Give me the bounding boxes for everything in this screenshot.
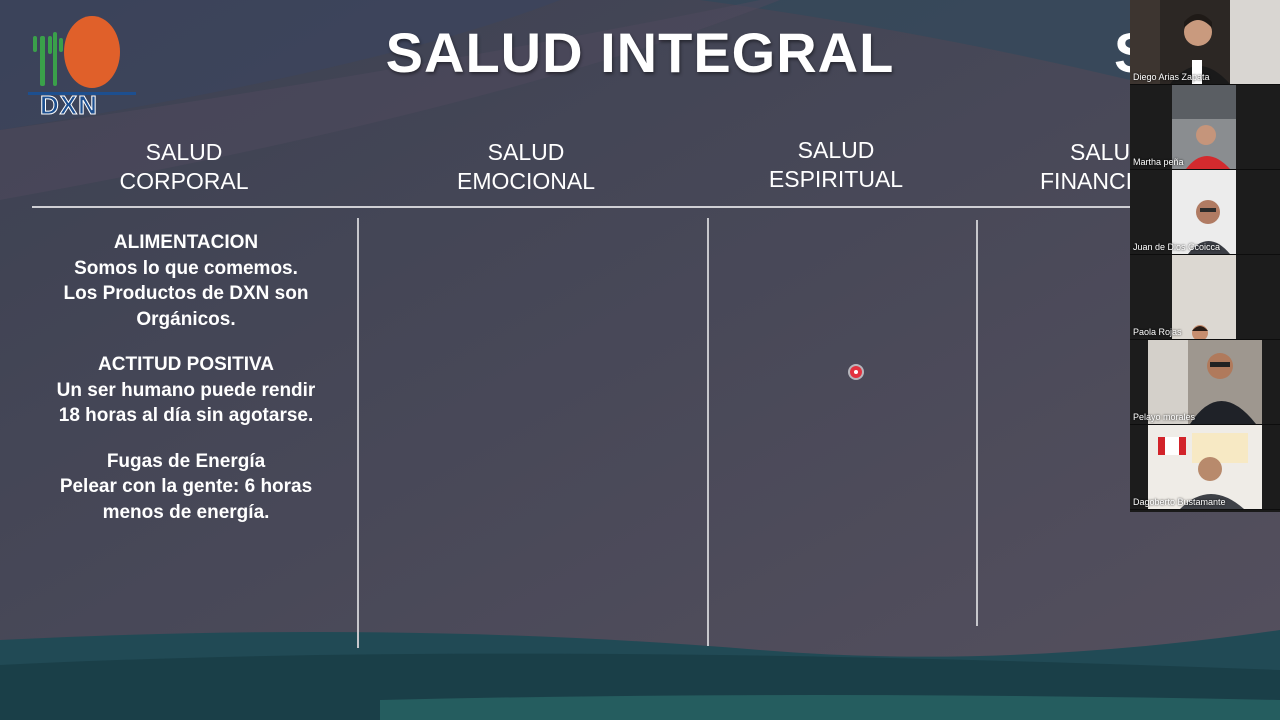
header-line: SALUD	[145, 139, 223, 165]
content-block-fugas: Fugas de Energía Pelear con la gente: 6 …	[30, 449, 342, 526]
dxn-logo: DXN	[26, 14, 138, 122]
header-line: SALUD	[797, 137, 875, 163]
corporal-content: ALIMENTACION Somos lo que comemos. Los P…	[30, 230, 342, 545]
participant-name: Martha peña	[1133, 157, 1184, 167]
participant-name: Juan de Dios Ccoicca	[1133, 242, 1221, 252]
slide-title: SALUD INTEGRAL	[385, 21, 895, 84]
header-line: SALU	[1070, 139, 1130, 165]
column-divider	[707, 218, 709, 646]
participant-video	[1172, 255, 1236, 339]
content-block-actitud: ACTITUD POSITIVA Un ser humano puede ren…	[30, 352, 342, 429]
logo-text: DXN	[40, 90, 98, 121]
column-header-emocional: SALUD EMOCIONAL	[426, 138, 626, 196]
block-heading: ALIMENTACION	[113, 232, 259, 253]
column-header-financiera: SALU FINANCI	[1040, 138, 1130, 196]
participant-name: Paola Rojas	[1133, 327, 1182, 337]
participant-video	[1148, 425, 1262, 509]
block-line: 18 horas al día sin agotarse.	[58, 405, 314, 426]
block-line: menos de energía.	[102, 501, 270, 523]
block-heading: ACTITUD POSITIVA	[98, 354, 274, 375]
participant-tile[interactable]: Pelayo morales	[1130, 340, 1280, 425]
block-line: Orgánicos.	[136, 308, 236, 330]
content-block-alimentacion: ALIMENTACION Somos lo que comemos. Los P…	[30, 230, 342, 332]
column-header-espiritual: SALUD ESPIRITUAL	[736, 136, 936, 194]
participant-tile[interactable]: Dagoberto Bustamante	[1130, 425, 1280, 510]
participant-tile[interactable]: Juan de Dios Ccoicca	[1130, 170, 1280, 255]
participant-tile[interactable]: Diego Arias Zapata	[1130, 0, 1280, 85]
header-line: ESPIRITUAL	[768, 166, 904, 192]
block-heading: Fugas de Energía	[106, 450, 266, 472]
header-line: FINANCI	[1040, 168, 1130, 194]
header-line: SALUD	[487, 139, 565, 165]
participant-tile[interactable]: Paola Rojas	[1130, 255, 1280, 340]
laser-pointer	[850, 366, 862, 378]
participant-video	[1130, 0, 1280, 84]
participant-gallery[interactable]: Diego Arias Zapata Martha peña Juan de D…	[1130, 0, 1280, 512]
block-line: Los Productos de DXN son	[63, 283, 309, 304]
participant-tile[interactable]: Martha peña	[1130, 85, 1280, 170]
header-line: CORPORAL	[119, 168, 249, 194]
participant-name: Dagoberto Bustamante	[1133, 497, 1226, 507]
column-header-corporal: SALUD CORPORAL	[84, 138, 284, 196]
participant-video	[1172, 170, 1236, 254]
block-line: Un ser humano puede rendir	[56, 379, 316, 401]
block-line: Somos lo que comemos.	[74, 257, 298, 279]
header-divider	[32, 206, 1132, 208]
column-divider	[976, 220, 978, 626]
cut-off-title-letter: S	[1114, 20, 1132, 85]
header-line: EMOCIONAL	[456, 168, 596, 194]
participant-video	[1172, 85, 1236, 169]
column-divider	[357, 218, 359, 648]
participant-name: Pelayo morales	[1133, 412, 1196, 422]
participant-name: Diego Arias Zapata	[1133, 72, 1210, 82]
participant-video	[1148, 340, 1262, 424]
block-line: Pelear con la gente: 6 horas	[59, 476, 313, 497]
